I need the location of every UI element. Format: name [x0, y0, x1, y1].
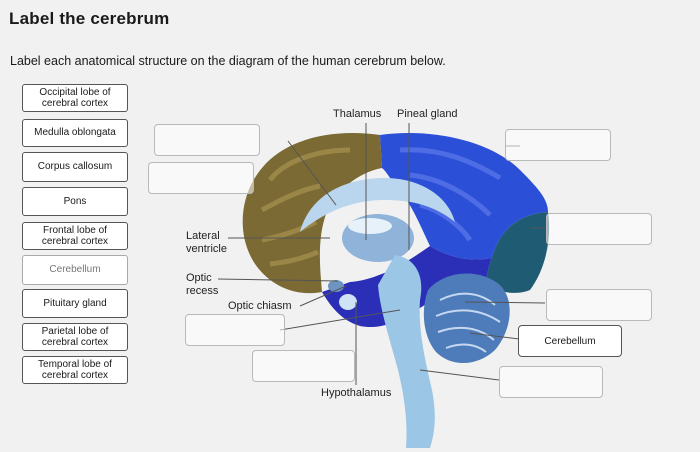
occipital-lobe-region	[485, 212, 550, 293]
leader-frontal-box	[287, 140, 337, 206]
label-thalamus: Thalamus	[333, 108, 382, 120]
page-title: Label the cerebrum	[9, 9, 170, 28]
bank-item-pituitary-gland[interactable]: Pituitary gland	[22, 289, 128, 318]
drop-target-6[interactable]	[185, 314, 285, 346]
label-pineal-gland: Pineal gland	[397, 108, 458, 120]
drop-target-1[interactable]	[154, 124, 260, 156]
drop-target-2[interactable]	[148, 162, 254, 194]
bank-item-label: Pons	[63, 195, 87, 207]
bank-item-cerebellum[interactable]: Cerebellum	[22, 255, 128, 285]
bank-item-label: Temporal lobe of cerebral cortex	[38, 358, 112, 382]
bank-item-medulla-oblongata[interactable]: Medulla oblongata	[22, 119, 128, 147]
label-lateral-ventricle: Lateral ventricle	[186, 230, 227, 255]
instructions: Label each anatomical structure on the d…	[10, 54, 446, 68]
bank-item-label: Corpus callosum	[37, 161, 113, 173]
bank-item-parietal-lobe[interactable]: Parietal lobe of cerebral cortex	[22, 323, 128, 351]
bank-item-temporal-lobe[interactable]: Temporal lobe of cerebral cortex	[22, 356, 128, 384]
drop-target-cerebellum[interactable]: Cerebellum	[518, 325, 622, 357]
bank-item-corpus-callosum[interactable]: Corpus callosum	[22, 152, 128, 182]
frontal-gyri-highlight	[260, 147, 351, 267]
corpus-callosum-region	[300, 178, 455, 232]
bank-item-occipital-lobe[interactable]: Occipital lobe of cerebral cortex	[22, 84, 128, 112]
cerebellum-region	[423, 273, 510, 364]
drop-target-8[interactable]	[499, 366, 603, 398]
parietal-gyri-highlight	[399, 147, 502, 242]
drop-target-3[interactable]	[505, 129, 611, 161]
leader-temporal-box	[464, 301, 546, 304]
leader-optic-chiasm	[299, 285, 347, 307]
cerebellum-folia	[435, 292, 501, 353]
bank-item-label: Parietal lobe of cerebral cortex	[41, 325, 109, 349]
bank-item-label: Medulla oblongata	[34, 127, 116, 139]
bank-item-label: Frontal lobe of cerebral cortex	[41, 224, 109, 248]
lateral-ventricle-region	[348, 218, 392, 234]
label-optic-chiasm: Optic chiasm	[228, 300, 292, 312]
placed-answer-label: Cerebellum	[544, 335, 596, 347]
leader-optic-recess	[217, 278, 339, 282]
drop-target-7[interactable]	[252, 350, 355, 382]
label-hypothalamus: Hypothalamus	[321, 387, 392, 399]
drop-target-5[interactable]	[546, 289, 652, 321]
drop-target-4[interactable]	[546, 213, 652, 245]
pituitary-region	[339, 294, 357, 310]
label-optic-recess: Optic recess	[186, 272, 219, 297]
bank-item-frontal-lobe[interactable]: Frontal lobe of cerebral cortex	[22, 222, 128, 250]
leader-medulla-box	[419, 369, 500, 381]
brainstem-region	[378, 255, 435, 448]
bank-item-pons[interactable]: Pons	[22, 187, 128, 216]
bank-item-label: Pituitary gland	[43, 297, 107, 309]
bank-item-label: Cerebellum	[49, 264, 101, 276]
leader-pons-box	[279, 309, 401, 331]
bank-item-label: Occipital lobe of cerebral cortex	[39, 86, 111, 110]
